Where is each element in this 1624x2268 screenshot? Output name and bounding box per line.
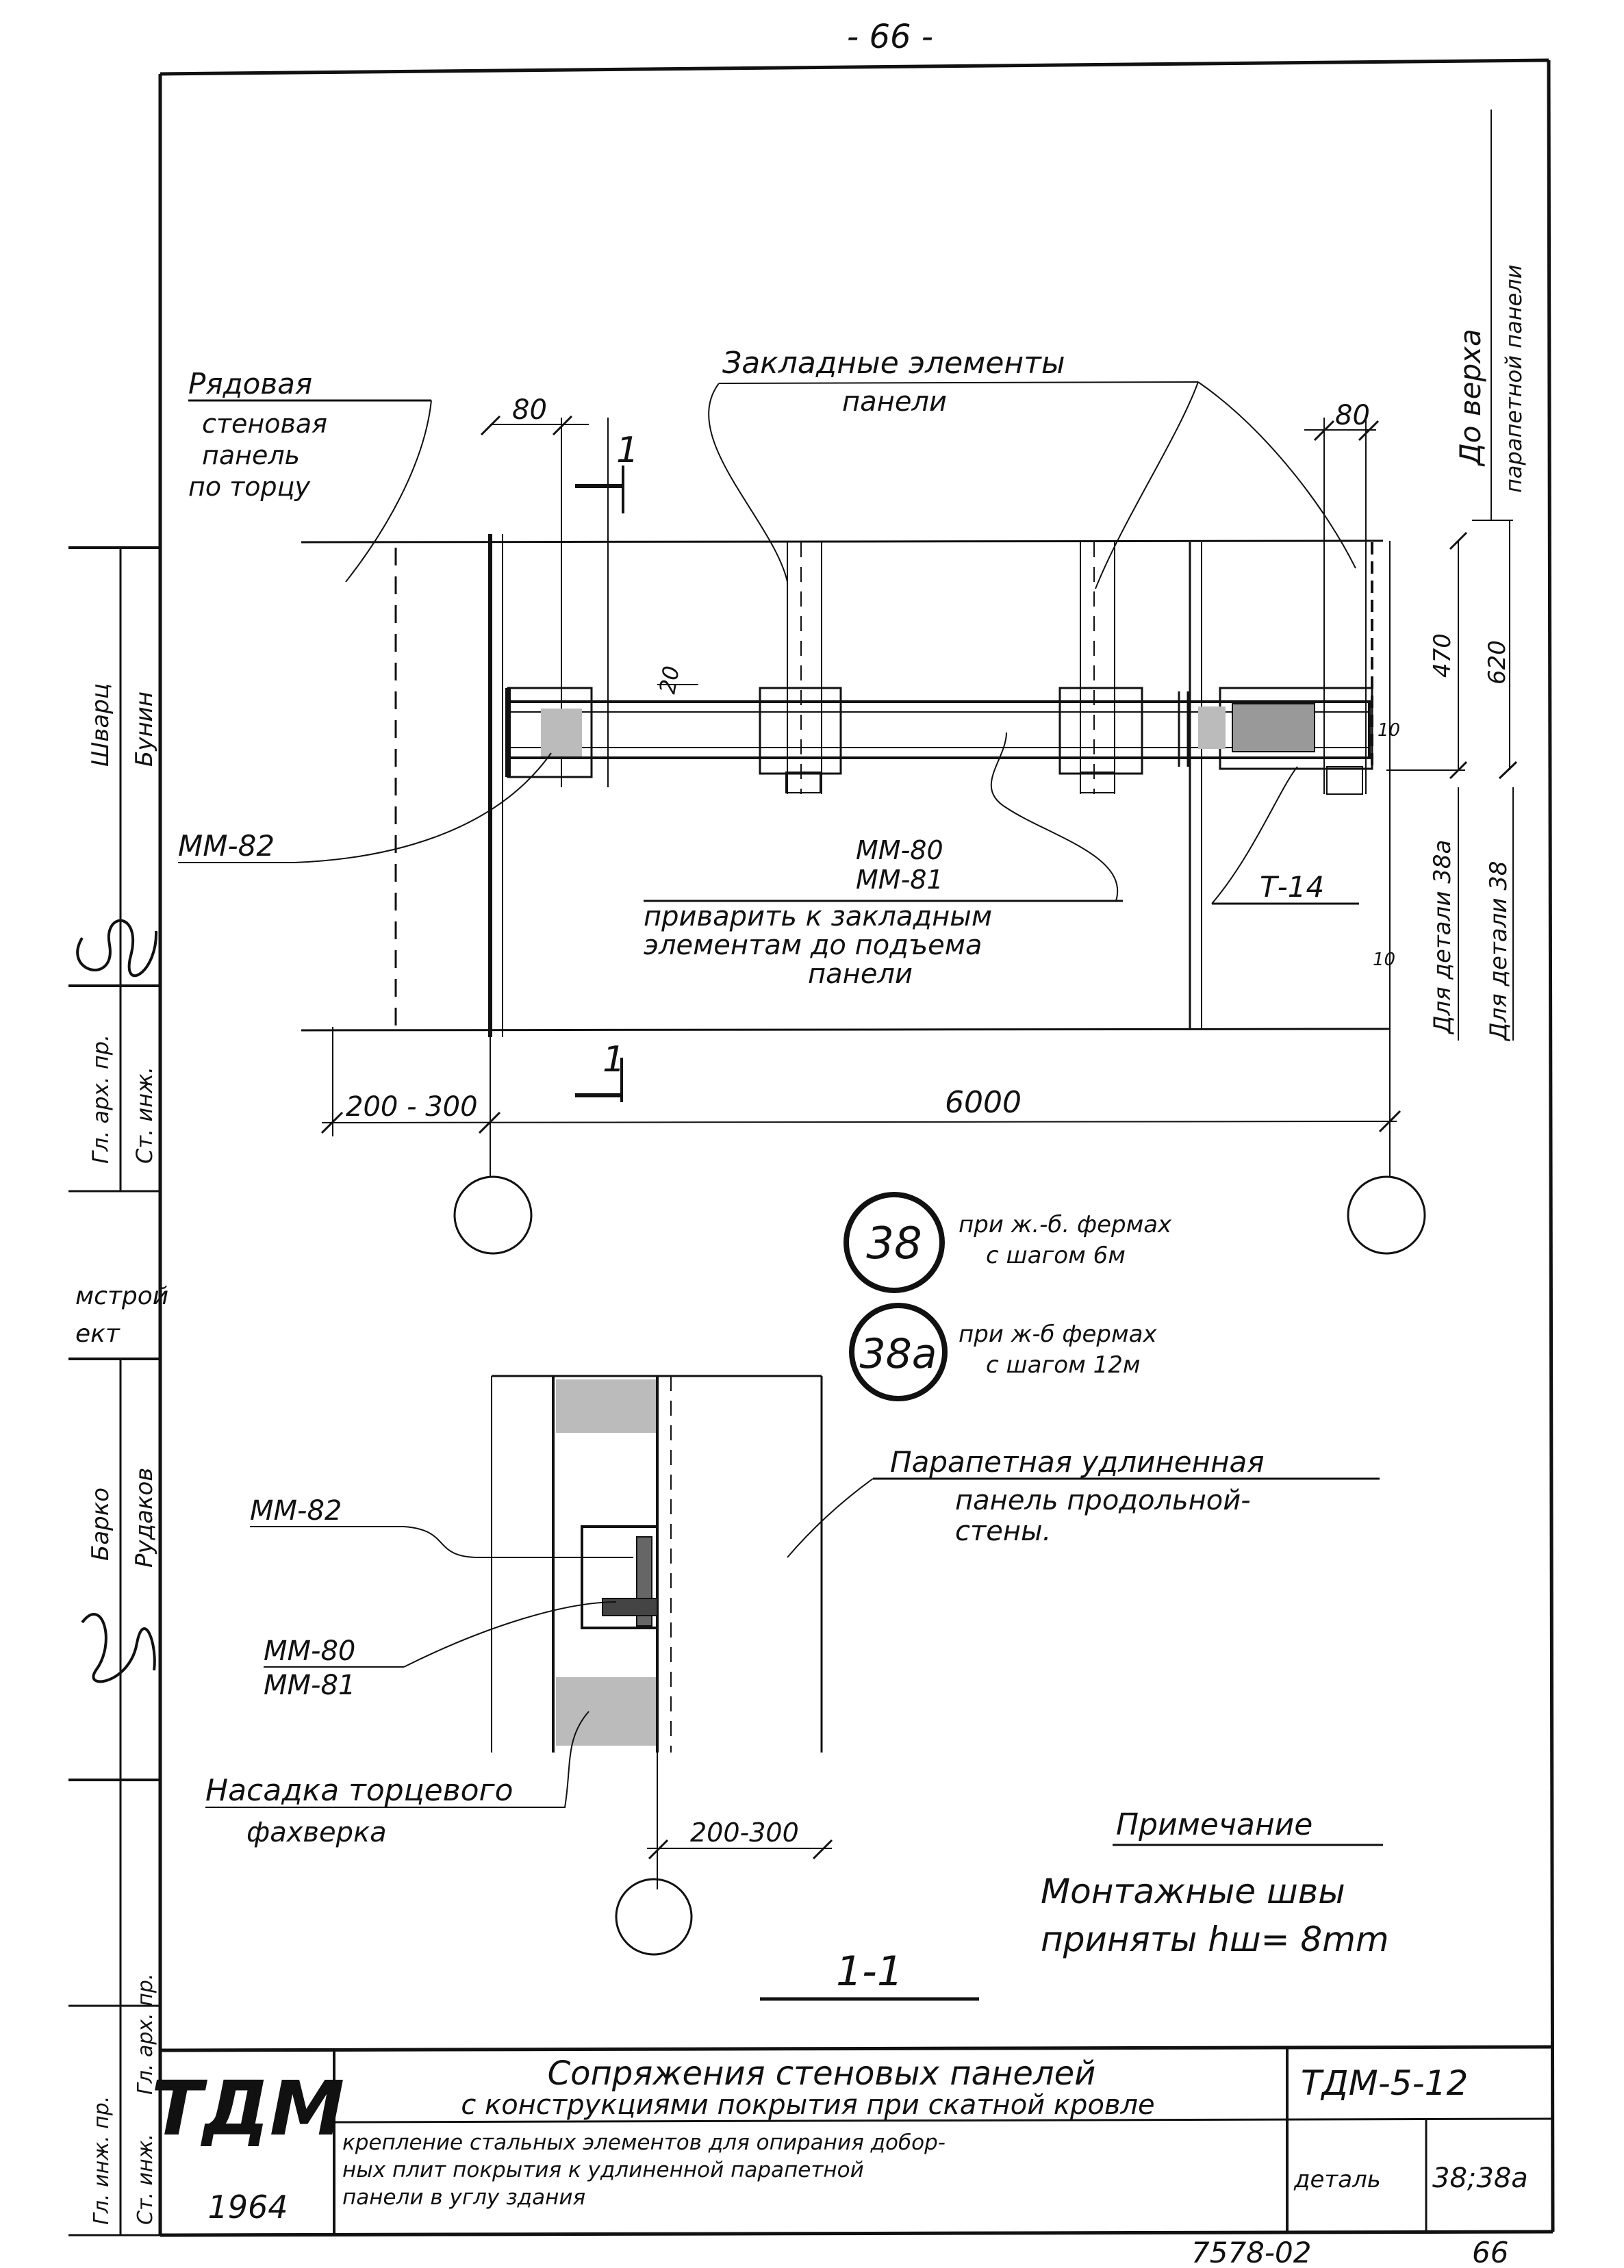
dim-80-right: 80 [1335, 400, 1370, 431]
note-block: Примечание Монтажные швы приняты hш= 8mm [1041, 1807, 1389, 1959]
dim-80-left: 80 [512, 394, 547, 426]
stamp-cell: Барко [87, 1488, 114, 1561]
note-line-2: приняты hш= 8mm [1041, 1920, 1389, 1959]
label-embedded-2: панели [842, 386, 947, 418]
stamp-cell: Шварц [87, 683, 114, 767]
dim-200-300: 200 - 300 [346, 1091, 478, 1123]
stamp-cell: Гл. арх. пр. [134, 1974, 157, 2095]
detail-38-text-1: при ж.-б. фермах [959, 1211, 1172, 1238]
label-mm82: ММ-82 [178, 829, 275, 863]
detail-number-38: 38 [866, 1219, 922, 1269]
label-weld-3: панели [808, 958, 913, 990]
detail-38a-text-2: с шагом 12м [986, 1351, 1140, 1379]
title-line-2: с конструкциями покрытия при скатной кро… [461, 2089, 1154, 2121]
stamp-cell: Бунин [131, 691, 158, 767]
dim-470: 470 [1429, 633, 1456, 678]
label-top-of-parapet-2: парапетной панели [1501, 264, 1527, 493]
plan-view: 200 - 300 6000 80 80 20 470 620 10 10 До… [178, 110, 1527, 1255]
detail-38a-text-1: при ж-б фермах [959, 1321, 1157, 1348]
drawing-code: ТДМ-5-12 [1301, 2063, 1468, 2103]
section-mark-top: 1 [616, 430, 639, 471]
footer-page: 66 [1472, 2236, 1508, 2268]
stamp-cell: Рудаков [131, 1468, 158, 1568]
label-weld-2: элементам до подъема [644, 930, 982, 961]
label-mm81: ММ-81 [856, 865, 943, 895]
label-row-panel-1: Рядовая [188, 367, 312, 400]
detail-38-text-2: с шагом 6м [986, 1242, 1126, 1269]
section-label-parapet-2: панель продольной- [955, 1485, 1251, 1516]
section-dim-200-300: 200-300 [690, 1818, 799, 1848]
subtitle-line-3: панели в углу здания [342, 2185, 585, 2210]
page-number: - 66 - [847, 18, 933, 56]
detail-callouts: 38 при ж.-б. фермах с шагом 6м 38a при ж… [843, 1192, 1172, 1401]
section-label-nasadka-1: Насадка торцевого [205, 1773, 513, 1808]
detail-value: 38;38a [1432, 2163, 1528, 2194]
label-top-of-parapet: До верха [1454, 329, 1487, 467]
dim-10-top: 10 [1378, 720, 1400, 741]
dim-6000: 6000 [945, 1085, 1022, 1120]
section-title: 1-1 [836, 1948, 903, 1996]
detail-bubble-38a [849, 1303, 948, 1401]
subtitle-line-2: ных плит покрытия к удлиненной парапетно… [342, 2158, 864, 2182]
detail-number-38a: 38a [859, 1330, 937, 1378]
stamp-cell: Гл. инж. пр. [90, 2096, 114, 2225]
footer-number: 7578-02 [1191, 2236, 1312, 2268]
label-row-panel-3: панель [202, 440, 300, 470]
section-label-mm82: ММ-82 [250, 1495, 342, 1527]
label-weld-1: приварить к закладным [644, 901, 992, 932]
detail-bubble-38 [843, 1192, 945, 1293]
section-label-parapet-1: Парапетная удлиненная [890, 1445, 1265, 1479]
stamp-cell: ект [75, 1320, 120, 1348]
label-for-detail-38a: Для детали 38a [1429, 840, 1456, 1035]
dim-620: 620 [1484, 640, 1511, 685]
label-row-panel-4: по торцу [188, 472, 311, 502]
stamp-cell: мстрой [75, 1282, 168, 1310]
subtitle-line-1: крепление стальных элементов для опирани… [342, 2130, 946, 2155]
detail-label: деталь [1293, 2166, 1381, 2193]
section-label-mm81: ММ-81 [264, 1670, 355, 1701]
section-mark-bottom: 1 [602, 1039, 625, 1080]
section-label-parapet-3: стены. [955, 1516, 1051, 1547]
side-stamp: Шварц Бунин Гл. арх. пр. Ст. инж. мстрой… [68, 546, 168, 2237]
label-embedded-1: Закладные элементы [722, 346, 1065, 381]
stamp-cell: Ст. инж. [134, 2134, 157, 2225]
tdm-logo: ТДМ [151, 2065, 344, 2152]
note-heading: Примечание [1116, 1807, 1312, 1842]
section-label-nasadka-2: фахверка [246, 1817, 387, 1848]
axis-bubble-right [1347, 1175, 1426, 1255]
label-row-panel-2: стеновая [202, 409, 327, 439]
title-block: ТДМ 1964 Сопряжения стеновых панелей с к… [151, 2045, 1553, 2268]
title-line-1: Сопряжения стеновых панелей [548, 2054, 1096, 2093]
section-axis-bubble [615, 1878, 693, 1956]
dim-10-bottom: 10 [1373, 950, 1395, 970]
section-label-mm80: ММ-80 [264, 1635, 355, 1667]
stamp-cell: Гл. арх. пр. [88, 1034, 114, 1164]
axis-bubble-left [453, 1175, 533, 1255]
label-mm80: ММ-80 [856, 835, 943, 865]
note-line-1: Монтажные швы [1041, 1872, 1345, 1911]
year: 1964 [207, 2189, 288, 2226]
label-t14: Т-14 [1260, 870, 1324, 904]
stamp-cell: Ст. инж. [131, 1067, 157, 1164]
sheet-frame [158, 58, 1555, 2237]
dim-20: 20 [654, 664, 684, 696]
label-for-detail-38: Для детали 38 [1485, 861, 1512, 1042]
section-view: 200-300 ММ-82 ММ-80 ММ-81 Насадка торцев… [205, 1375, 1380, 2001]
